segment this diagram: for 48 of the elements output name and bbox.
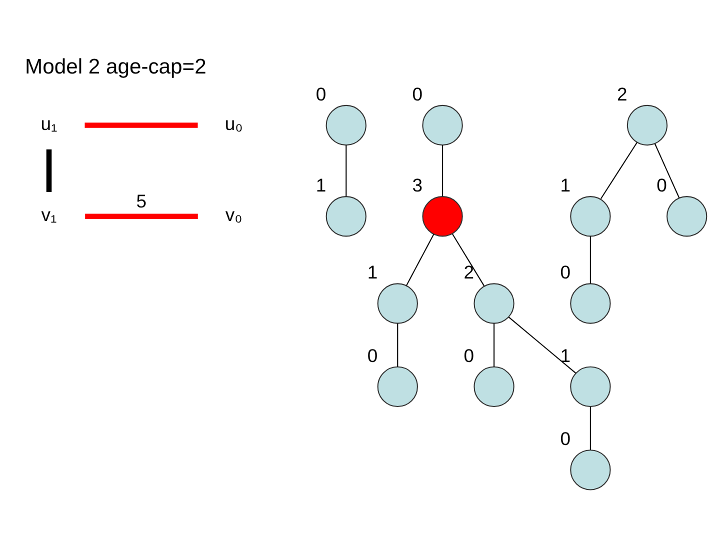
node-label: 0 [560, 428, 570, 449]
node-text: v₁ [41, 204, 57, 225]
node-circle [570, 449, 611, 490]
connector [346, 144, 347, 196]
connector [452, 233, 485, 286]
connector [397, 323, 398, 366]
node-circle [570, 196, 611, 236]
node-circle [626, 104, 668, 146]
node-label: 0 [656, 174, 667, 196]
node-circle [570, 282, 611, 324]
connector [590, 406, 591, 450]
node-circle [422, 104, 463, 146]
node-label: 1 [560, 344, 570, 366]
node-label: 0 [464, 344, 474, 366]
connector [508, 316, 576, 373]
node-circle [474, 282, 514, 324]
connector [406, 234, 434, 286]
connector [85, 213, 198, 218]
node-circle [422, 196, 463, 236]
connector [442, 144, 444, 196]
node-label: 1 [316, 174, 326, 196]
node-circle [377, 282, 418, 324]
diagram-title: Model 2 age-cap=2 [25, 54, 206, 78]
connector [84, 122, 198, 128]
node-label: 2 [616, 82, 628, 104]
node-circle [474, 366, 514, 407]
node-circle [666, 196, 708, 236]
node-circle [326, 104, 366, 146]
node-label: 0 [412, 82, 423, 104]
edge-label: 5 [136, 190, 147, 211]
node-circle [570, 366, 611, 407]
node-text: u₀ [224, 112, 243, 134]
node-circle [377, 366, 418, 407]
node-label: 0 [367, 344, 378, 366]
node-label: 1 [367, 261, 378, 282]
connector [46, 148, 52, 192]
connector [590, 236, 591, 283]
node-label: 1 [560, 174, 570, 196]
connector [654, 142, 680, 198]
node-label: 0 [560, 261, 570, 282]
node-circle [326, 196, 366, 236]
node-text: v₀ [225, 204, 242, 225]
node-label: 0 [316, 82, 326, 104]
connector [494, 323, 495, 366]
connector [600, 142, 638, 199]
node-label: 3 [412, 174, 423, 196]
node-text: u₁ [40, 112, 58, 134]
node-label: 2 [464, 261, 474, 282]
